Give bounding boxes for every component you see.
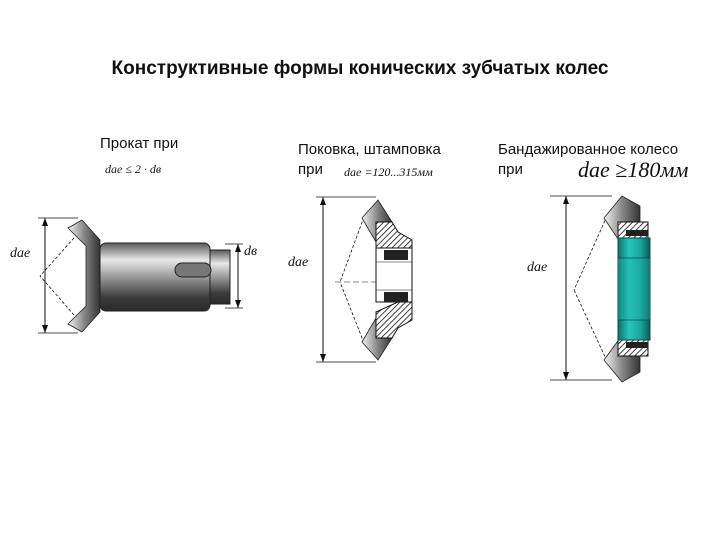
- label-dv-rolled: dв: [244, 244, 258, 259]
- formula-banded: dae ≥180мм: [578, 157, 689, 182]
- label-dae-banded: dae: [527, 260, 548, 275]
- forged-gear: [316, 196, 413, 363]
- caption-banded-line1: Бандажированное колесо: [498, 141, 679, 158]
- caption-rolled: Прокат при: [100, 134, 178, 154]
- caption-rolled-text: Прокат при: [100, 135, 179, 152]
- banded-gear: [550, 195, 651, 383]
- caption-forged: Поковка, штамповка при: [298, 140, 441, 180]
- rolled-gear-shaft: [38, 217, 243, 334]
- formula-rolled: dae ≤ 2 · dв: [105, 162, 162, 176]
- label-dae-forged: dae: [288, 255, 309, 270]
- caption-banded-line2: при: [498, 161, 523, 178]
- formula-forged: dae =120...315мм: [344, 165, 433, 179]
- label-dae-rolled: dae: [10, 246, 31, 261]
- caption-forged-line1: Поковка, штамповка: [298, 141, 441, 158]
- caption-forged-line2: при: [298, 161, 323, 178]
- slide-title: Конструктивные формы конических зубчатых…: [111, 58, 609, 79]
- caption-banded: Бандажированное колесо при: [498, 140, 678, 180]
